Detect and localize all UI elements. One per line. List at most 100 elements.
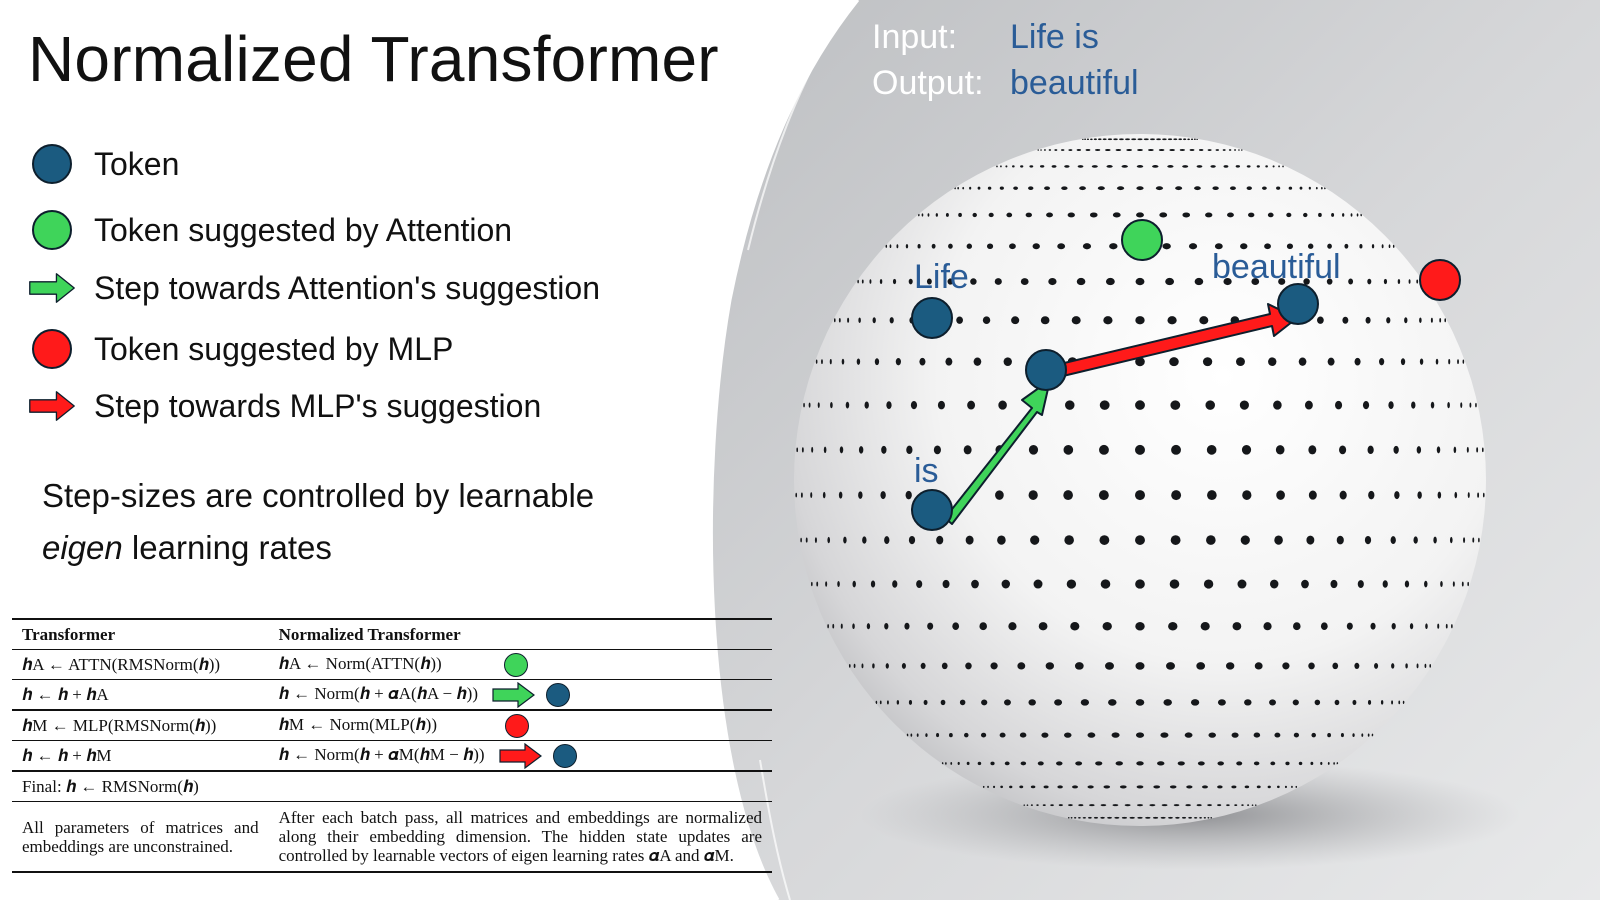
mlp-circle-icon (28, 325, 76, 373)
sphere-texture-dot (1419, 317, 1422, 323)
sphere-texture-dot (905, 244, 909, 249)
sphere-texture-dot (1064, 165, 1070, 168)
sphere-texture-dot (1263, 622, 1272, 631)
sphere-texture-dot (1270, 579, 1279, 589)
sphere-texture-dot (1168, 621, 1178, 631)
sphere-texture-dot (920, 662, 926, 670)
sphere-texture-dot (1046, 212, 1053, 218)
sphere-texture-dot (1251, 278, 1260, 286)
sphere-texture-dot (1088, 816, 1092, 819)
sphere-texture-dot (1273, 400, 1282, 410)
sphere-texture-dot (1340, 733, 1344, 738)
sphere-texture-dot (945, 762, 947, 765)
sphere-texture-dot (1159, 212, 1168, 218)
sphere-texture-dot (843, 536, 847, 544)
sphere-texture-dot (1009, 785, 1013, 789)
sphere-texture-dot (927, 213, 930, 217)
sphere-texture-dot (1472, 537, 1475, 543)
sphere-texture-dot (1105, 277, 1115, 286)
sphere-texture-dot (1032, 243, 1040, 250)
sphere-texture-dot (810, 492, 813, 499)
sphere-texture-dot (981, 699, 988, 706)
sphere-texture-dot (1416, 279, 1419, 284)
sphere-texture-dot (1102, 138, 1107, 141)
sphere-texture-dot (927, 622, 934, 630)
sphere-texture-dot (1196, 804, 1202, 807)
sphere-texture-dot (1020, 278, 1029, 286)
sphere-texture-dot (1234, 149, 1237, 151)
sphere-texture-dot (1390, 536, 1396, 544)
sphere-texture-dot (1095, 149, 1101, 152)
sphere-texture-dot (1181, 816, 1187, 819)
sphere-texture-dot (833, 318, 836, 323)
sphere-texture-dot (1335, 400, 1343, 410)
sphere-texture-dot (1169, 149, 1175, 152)
sphere-texture-dot (1184, 732, 1193, 738)
sphere-texture-dot (1152, 165, 1159, 168)
sphere-texture-dot (845, 401, 850, 409)
sphere-texture-dot (848, 663, 851, 668)
sphere-texture-dot (1210, 817, 1212, 819)
sphere-texture-dot (1149, 804, 1156, 807)
sphere-texture-dot (1365, 316, 1371, 324)
sphere-texture-dot (963, 445, 972, 455)
sphere-texture-dot (1135, 621, 1145, 631)
sphere-texture-dot (1009, 243, 1016, 250)
sphere-texture-dot (1135, 535, 1145, 545)
sphere-texture-dot (1199, 316, 1209, 325)
sphere-texture-dot (1404, 580, 1410, 588)
sphere-texture-dot (1100, 579, 1111, 589)
sphere-texture-dot (1237, 579, 1247, 589)
sphere-texture-dot (977, 186, 981, 190)
sphere-texture-dot (1099, 400, 1110, 410)
note-italic: eigen (42, 529, 123, 566)
sphere-texture-dot (1073, 816, 1077, 819)
sphere-texture-dot (1012, 165, 1015, 168)
sphere-texture-dot (856, 358, 861, 365)
cell: 𝒉 ← 𝒉 + 𝒉A (12, 679, 269, 711)
sphere-texture-dot (1317, 316, 1324, 324)
sphere-texture-dot (1037, 761, 1044, 766)
sphere-token-intermediate (1025, 349, 1067, 391)
sphere-texture-dot (827, 536, 831, 544)
sphere-texture-dot (1167, 165, 1174, 168)
sphere-texture-dot (979, 622, 987, 631)
sphere-texture-dot (1068, 817, 1070, 819)
sphere-texture-dot (1071, 316, 1081, 325)
sphere-texture-dot (892, 580, 898, 588)
sphere-texture-dot (1115, 761, 1123, 766)
sphere-mlp-suggestion (1419, 259, 1461, 301)
sphere-texture-dot (1135, 732, 1145, 738)
sphere-texture-dot (995, 490, 1004, 500)
sphere-texture-dot (1356, 213, 1359, 217)
sphere-texture-dot (1156, 138, 1161, 141)
sphere-texture-dot (1413, 536, 1418, 544)
sphere-texture-dot (1175, 816, 1180, 819)
sphere-texture-dot (1078, 804, 1084, 807)
sphere-texture-dot (862, 536, 867, 544)
sphere-texture-dot (1476, 447, 1479, 453)
sphere-texture-dot (869, 279, 872, 284)
sphere-texture-dot (801, 447, 804, 453)
sphere-texture-dot (1282, 662, 1290, 670)
sphere-texture-dot (1037, 149, 1039, 151)
sphere-texture-dot (1103, 785, 1111, 789)
sphere-texture-dot (1307, 243, 1314, 249)
sphere-texture-dot (1107, 816, 1112, 819)
sphere-texture-dot (1087, 732, 1096, 738)
sphere-texture-dot (1270, 761, 1276, 766)
sphere-texture-dot (1109, 243, 1118, 250)
sphere-texture-dot (1236, 761, 1243, 766)
sphere-texture-dot (1028, 699, 1036, 706)
sphere-texture-dot (1228, 149, 1232, 151)
sphere-texture-dot (1063, 490, 1073, 501)
sphere-texture-dot (952, 622, 960, 631)
sphere-texture-dot (1207, 490, 1217, 501)
sphere-texture-dot (1050, 804, 1054, 807)
sphere-texture-dot (1379, 358, 1385, 366)
sphere-texture-dot (1106, 165, 1113, 168)
sphere-texture-dot (861, 279, 864, 284)
sphere-texture-dot (889, 244, 892, 249)
red-arrow-icon (28, 382, 76, 430)
sphere-texture-dot (1388, 401, 1394, 409)
